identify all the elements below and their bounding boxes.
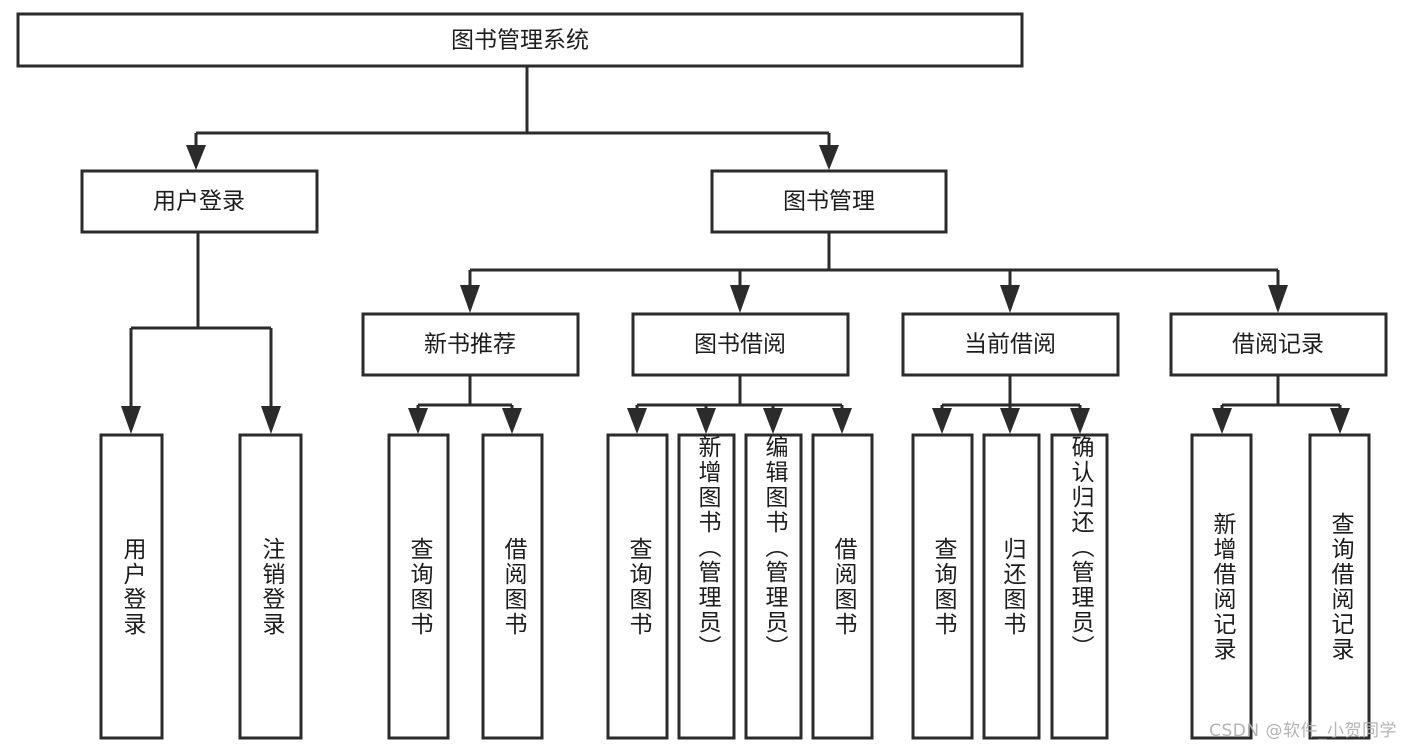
node-book-manage-label: 图书管理 bbox=[783, 189, 875, 215]
connector-group-book-manage bbox=[460, 233, 1288, 313]
connector-group-new-book bbox=[408, 376, 522, 434]
leaf-box-current-borrow-3[interactable] bbox=[1050, 433, 1109, 740]
node-new-book-label: 新书推荐 bbox=[424, 332, 516, 358]
leaf-boxes-current-borrow bbox=[911, 433, 1109, 740]
node-book-manage-box[interactable] bbox=[710, 169, 948, 234]
arrow-icon-bm-1 bbox=[460, 285, 480, 313]
arrow-icon-root-1 bbox=[186, 145, 206, 170]
node-borrow-record-box[interactable] bbox=[1169, 312, 1388, 377]
arrow-icon-ul-2 bbox=[261, 406, 281, 434]
arrow-icon-bb-2 bbox=[696, 408, 716, 434]
node-borrow-record-label: 借阅记录 bbox=[1232, 332, 1324, 358]
node-root-box[interactable] bbox=[16, 12, 1024, 68]
arrow-icon-br-1 bbox=[1212, 408, 1232, 434]
leaf-box-user-login-1[interactable] bbox=[99, 433, 164, 740]
watermark-text: CSDN @软件_小贺同学 bbox=[1209, 721, 1397, 741]
arrow-icon-bb-4 bbox=[832, 408, 852, 434]
node-root-label: 图书管理系统 bbox=[451, 28, 589, 54]
node-new-book-box[interactable] bbox=[361, 312, 580, 377]
leaf-box-new-book-1[interactable] bbox=[387, 433, 450, 740]
arrow-icon-br-2 bbox=[1330, 408, 1350, 434]
leaf-boxes-borrow-record bbox=[1190, 433, 1371, 740]
node-root[interactable]: 图书管理系统 bbox=[16, 12, 1024, 68]
arrow-icon-cb-3 bbox=[1070, 408, 1090, 434]
connector-group-current-borrow bbox=[932, 376, 1090, 434]
node-book-manage[interactable]: 图书管理 bbox=[710, 169, 948, 234]
leaf-box-book-borrow-4[interactable] bbox=[811, 433, 874, 740]
leaf-boxes-book-borrow bbox=[606, 433, 874, 740]
arrow-icon-bm-2 bbox=[730, 285, 750, 313]
node-book-borrow-label: 图书借阅 bbox=[694, 332, 786, 358]
leaf-box-borrow-record-2[interactable] bbox=[1308, 433, 1371, 740]
leaf-box-book-borrow-3[interactable] bbox=[744, 433, 803, 740]
connector-group-root bbox=[186, 66, 839, 170]
node-book-borrow[interactable]: 图书借阅 bbox=[631, 312, 850, 377]
connector-group-user-login bbox=[121, 233, 281, 434]
arrow-icon-ul-1 bbox=[121, 406, 141, 434]
leaf-box-user-login-2[interactable] bbox=[238, 433, 303, 740]
leaf-box-book-borrow-1[interactable] bbox=[606, 433, 669, 740]
arrow-icon-nb-2 bbox=[502, 408, 522, 434]
node-user-login-box[interactable] bbox=[80, 169, 319, 234]
leaf-box-book-borrow-2[interactable] bbox=[677, 433, 736, 740]
arrow-icon-root-2 bbox=[819, 145, 839, 170]
leaf-box-current-borrow-1[interactable] bbox=[911, 433, 974, 740]
node-new-book[interactable]: 新书推荐 bbox=[361, 312, 580, 377]
node-book-borrow-box[interactable] bbox=[631, 312, 850, 377]
arrow-icon-bb-3 bbox=[763, 408, 783, 434]
arrow-icon-bm-4 bbox=[1268, 285, 1288, 313]
node-current-borrow[interactable]: 当前借阅 bbox=[901, 312, 1120, 377]
node-borrow-record[interactable]: 借阅记录 bbox=[1169, 312, 1388, 377]
leaf-box-borrow-record-1[interactable] bbox=[1190, 433, 1253, 740]
leaf-boxes-user-login bbox=[99, 433, 303, 740]
leaf-box-current-borrow-2[interactable] bbox=[982, 433, 1041, 740]
node-current-borrow-label: 当前借阅 bbox=[964, 332, 1056, 358]
connector-group-borrow-record bbox=[1212, 376, 1350, 434]
node-user-login[interactable]: 用户登录 bbox=[80, 169, 319, 234]
arrow-icon-cb-1 bbox=[932, 408, 952, 434]
node-current-borrow-box[interactable] bbox=[901, 312, 1120, 377]
leaf-box-new-book-2[interactable] bbox=[481, 433, 544, 740]
connector-group-book-borrow bbox=[627, 376, 852, 434]
arrow-icon-bb-1 bbox=[627, 408, 647, 434]
node-user-login-label: 用户登录 bbox=[153, 189, 245, 215]
arrow-icon-nb-1 bbox=[408, 408, 428, 434]
leaf-boxes-new-book bbox=[387, 433, 544, 740]
arrow-icon-bm-3 bbox=[1000, 285, 1020, 313]
arrow-icon-cb-2 bbox=[1000, 408, 1020, 434]
